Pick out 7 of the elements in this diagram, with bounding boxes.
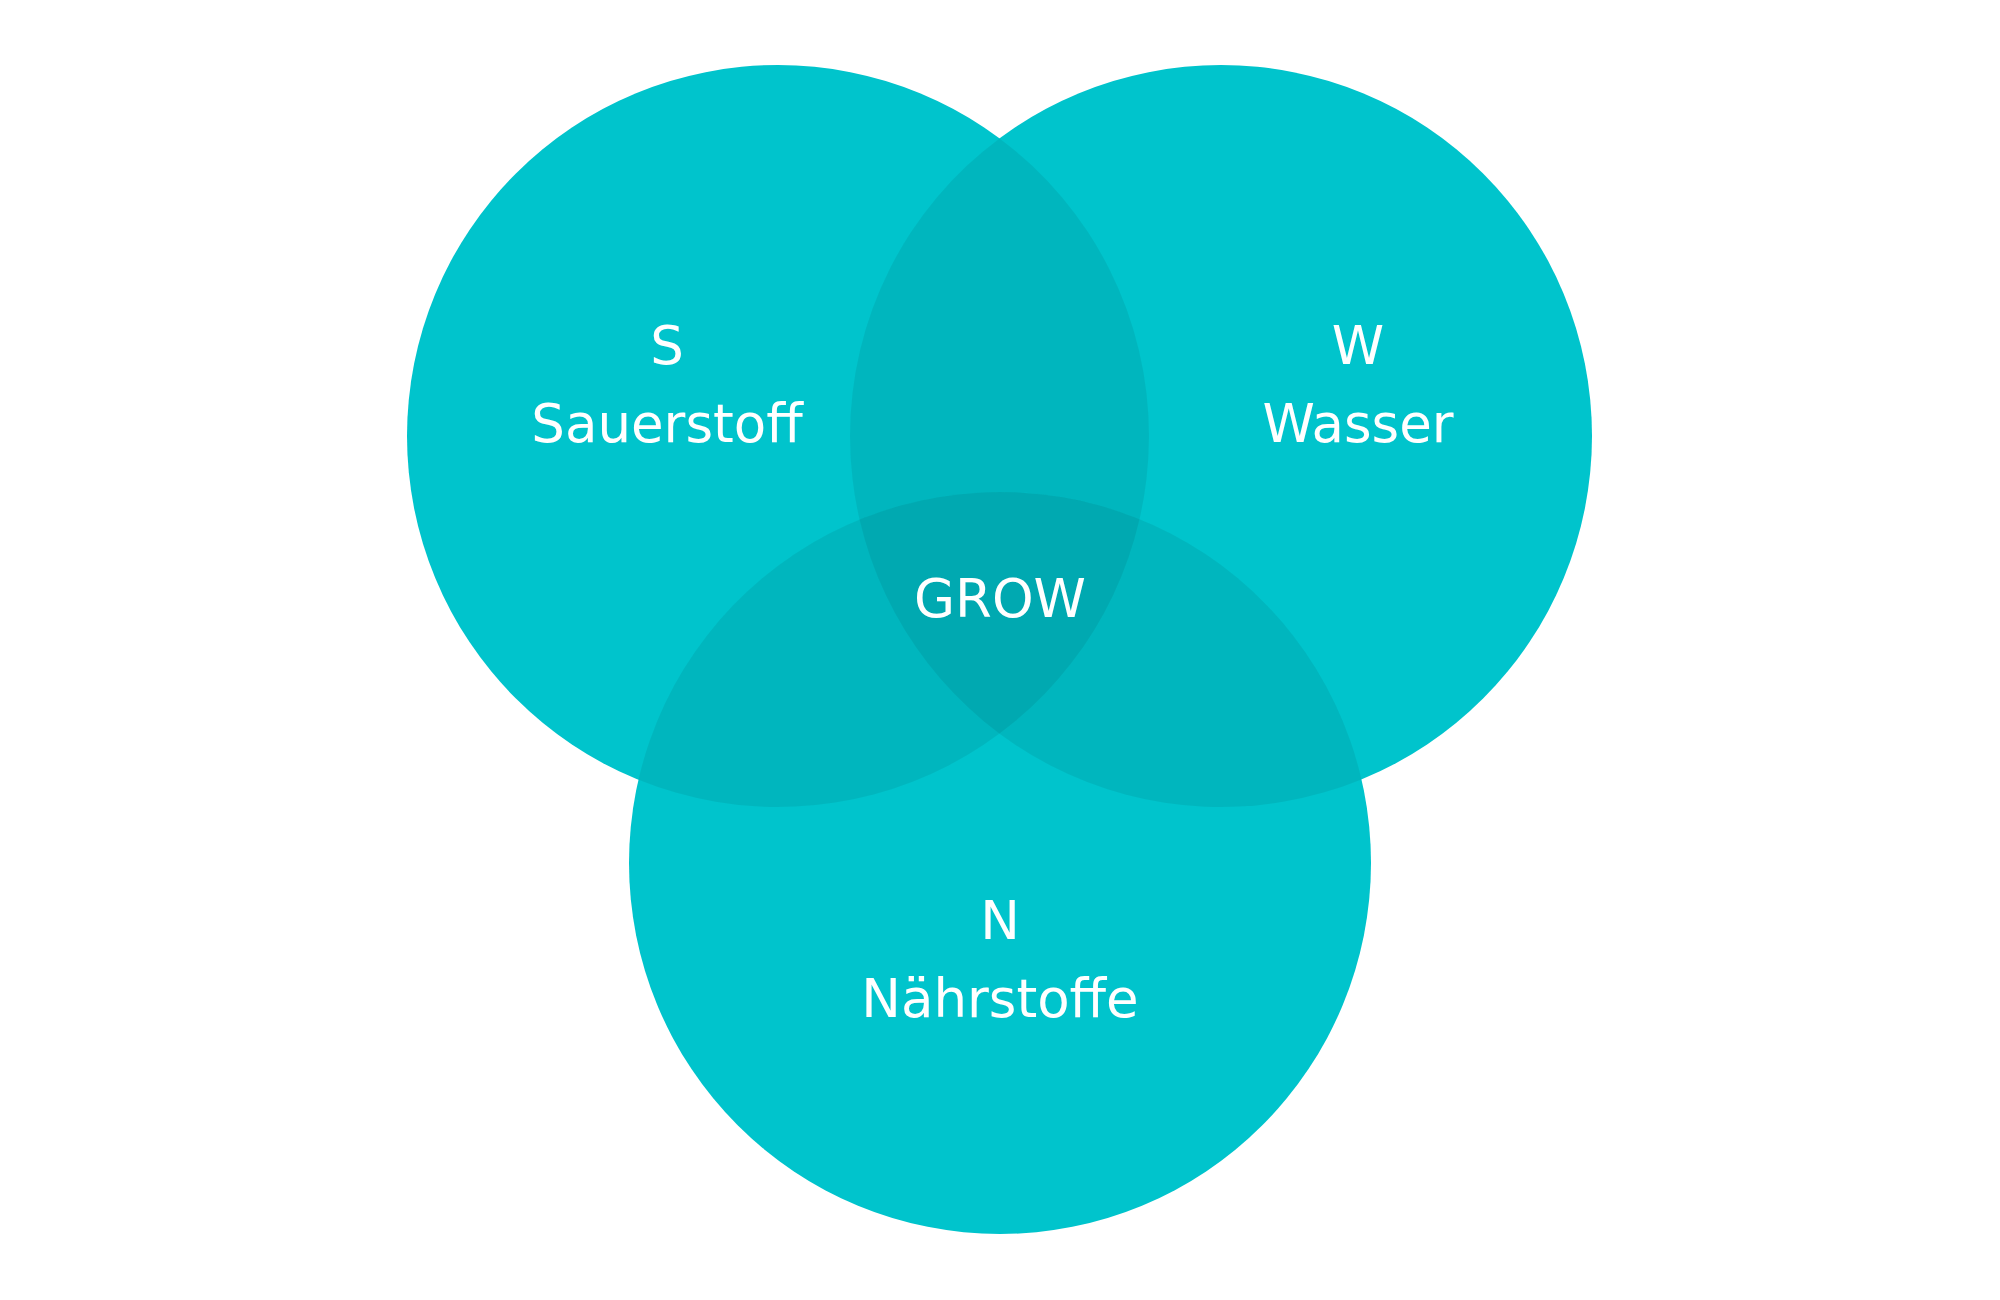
circle-label: Wasser — [1262, 396, 1454, 450]
center-label: GROW — [914, 571, 1086, 625]
circle-label: Sauerstoff — [531, 396, 803, 450]
circle-initial: N — [980, 893, 1020, 947]
circle-label: Nährstoffe — [861, 971, 1139, 1025]
circle-initial: W — [1331, 318, 1385, 372]
circle-initial: S — [650, 318, 684, 372]
